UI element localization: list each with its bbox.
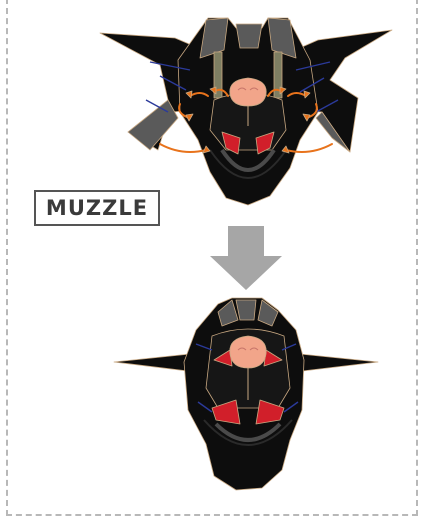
step-label: MUZZLE — [46, 196, 148, 220]
muzzle-before-figure — [100, 18, 392, 205]
ear-tab-center — [236, 24, 262, 48]
muzzle-after-figure — [114, 298, 378, 490]
left-grey-flap — [128, 100, 178, 150]
nose-after — [230, 336, 266, 368]
step-arrow — [210, 226, 282, 290]
right-spike — [294, 354, 378, 372]
step-label-box: MUZZLE — [34, 190, 160, 226]
top-tab-center — [236, 300, 256, 320]
nose — [230, 78, 266, 106]
